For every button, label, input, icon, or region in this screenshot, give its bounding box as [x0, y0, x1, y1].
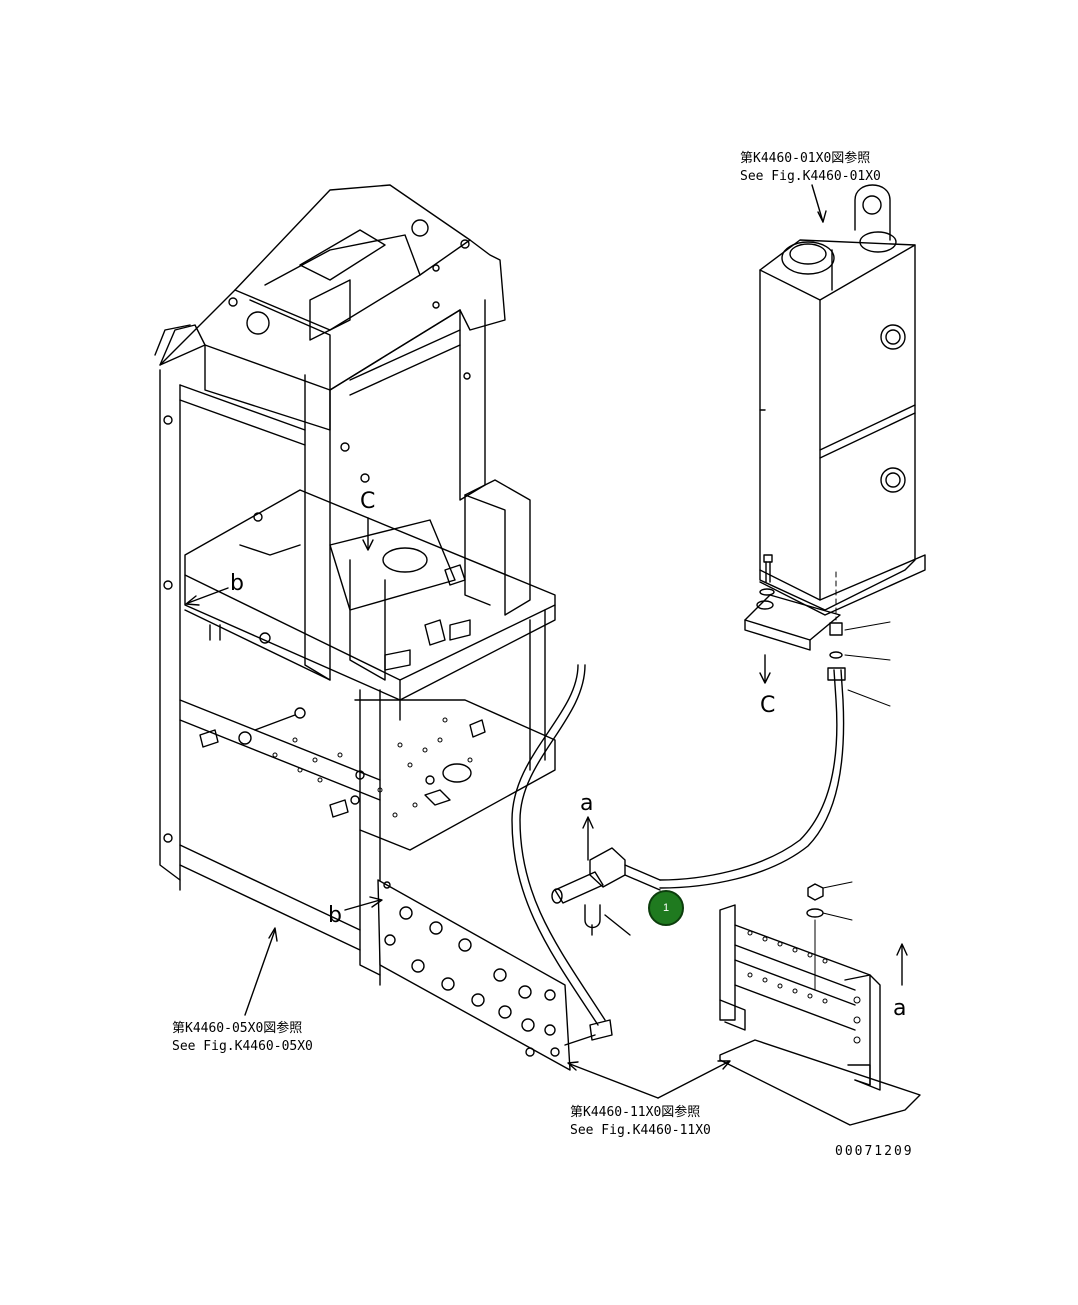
ref-bottom-center-jp: 第K4460-11X0図参照 [570, 1104, 700, 1120]
drawing-number: 00071209 [835, 1144, 914, 1159]
view-letter-a-left: a [580, 791, 593, 816]
ref-top-right-en: See Fig.K4460-01X0 [740, 169, 881, 184]
view-letter-c-tank: C [760, 693, 775, 718]
view-letter-a-right: a [893, 996, 906, 1021]
connector-assembly [551, 847, 661, 936]
part-callout-1-label: 1 [662, 902, 670, 914]
view-letter-c-frame: C [360, 489, 375, 514]
view-letter-b-upper: b [230, 571, 244, 596]
front-plate [377, 879, 571, 1071]
arrows [185, 184, 908, 1099]
view-letter-b-lower: b [328, 903, 342, 928]
ref-bottom-left-en: See Fig.K4460-05X0 [172, 1039, 313, 1054]
ref-bottom-center-en: See Fig.K4460-11X0 [570, 1123, 711, 1138]
part-callout-1[interactable]: 1 [648, 890, 684, 926]
ref-top-right-jp: 第K4460-01X0図参照 [740, 150, 870, 166]
upper-hose [511, 664, 613, 1046]
ref-bottom-left-jp: 第K4460-05X0図参照 [172, 1020, 302, 1036]
tank [744, 184, 926, 707]
main-frame [154, 184, 556, 986]
bracket [719, 881, 921, 1126]
tank-hose [659, 667, 846, 889]
